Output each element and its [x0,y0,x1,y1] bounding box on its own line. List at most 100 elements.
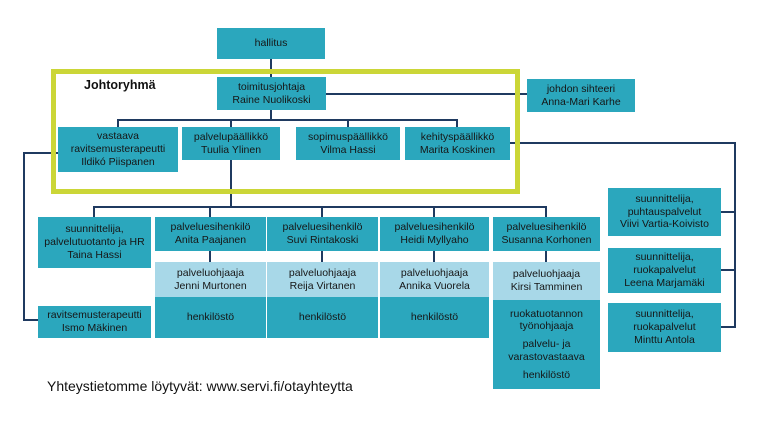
org-node-label: henkilöstö [410,311,459,324]
org-node-label: Minttu Antola [634,333,695,346]
connector-line-7 [456,119,458,127]
org-node-label: suunnittelija, [65,223,124,236]
connector-line-12 [321,206,323,217]
org-node-label: Leena Marjamäki [624,276,705,289]
org-node-label: johdon sihteeri [546,82,616,95]
org-node-label: palvelu- ja varastovastaava [508,338,585,363]
org-node-label: ruokapalvelut [633,321,696,334]
org-node-label: palvelupäällikkö [193,130,269,143]
connector-line-25 [721,269,734,271]
connector-line-23 [734,142,736,328]
org-node-label: Heidi Myllyaho [400,234,469,246]
org-node-label: Taina Hassi [67,248,122,261]
org-node-label: kehityspäällikkö [420,130,495,143]
org-node-label: palveluesihenkilö [394,221,475,234]
org-node-label: Jenni Murtonen [174,279,247,292]
org-node-label: Anita Paajanen [174,234,247,246]
org-node-label: suunnittelija, [635,192,694,205]
org-node-label: palveluesihenkilö [282,221,363,234]
contact-footer-text: Yhteystietomme löytyvät: www.servi.fi/ot… [47,378,353,394]
org-node-label: suunnittelija, [635,308,694,321]
org-node-label: ruokapalvelut [633,264,696,277]
org-node-label: Vilma Hassi [320,143,376,156]
connector-line-10 [93,206,95,217]
org-node-label: puhtauspalvelut [627,205,702,218]
org-node-label: palveluohjaaja [400,266,469,279]
org-node-label: palvelutuotanto ja HR [44,236,145,249]
org-node-label: henkilöstö [298,311,347,324]
org-node-label: Tuulia Ylinen [200,143,262,156]
org-node-label: vastaava [96,130,140,143]
johtoryhma-label: Johtoryhmä [84,78,156,92]
connector-line-24 [721,211,734,213]
connector-line-20 [23,152,25,321]
connector-line-14 [545,206,547,217]
connector-line-5 [230,119,232,127]
connector-line-11 [209,206,211,217]
connector-line-21 [23,319,38,321]
connector-line-22 [508,142,736,144]
org-node-label: Raine Nuolikoski [232,93,311,106]
connector-line-19 [23,152,58,154]
org-node-label: Marita Koskinen [419,143,496,156]
connector-line-26 [721,326,736,328]
org-node-label: Susanna Korhonen [501,234,592,246]
connector-line-1 [325,93,527,95]
org-node-label: palveluesihenkilö [170,221,251,234]
org-node-label: Viivi Vartia-Koivisto [620,218,709,231]
org-node-label: Annika Vuorela [399,279,470,292]
org-node-label: hallitus [254,37,288,50]
connector-line-16 [321,251,323,262]
connector-line-2 [270,110,272,120]
org-node-hallitus: hallitus [217,28,325,59]
org-node-label: ruokatuotannon työnohjaaja [510,308,583,333]
connector-line-4 [117,119,119,127]
connector-line-17 [433,251,435,262]
org-node-label: Ismo Mäkinen [61,322,128,334]
connector-line-9 [93,206,547,208]
connector-line-3 [117,119,458,121]
org-node-label: henkilöstö [522,368,571,381]
connector-line-18 [545,251,547,262]
org-node-henkilosto-3: henkilöstö [380,297,489,338]
org-node-label: Ildikó Piispanen [81,155,155,168]
org-node-label: palveluohjaaja [512,268,581,281]
org-node-label: ravitsemusterapeutti [47,309,142,322]
org-node-henkilosto-2: henkilöstö [267,297,378,338]
org-node-label: Reija Virtanen [289,279,356,292]
org-node-henkilosto-1: henkilöstö [155,297,266,338]
org-node-label: toimitusjohtaja [237,80,306,93]
org-node-label: suunnittelija, [635,251,694,264]
org-node-label: palveluohjaaja [288,266,357,279]
connector-line-13 [433,206,435,217]
org-node-label: Anna-Mari Karhe [541,95,621,108]
org-node-ruokatuotanto-henkilosto: ruokatuotannon työnohjaaja palvelu- ja va… [493,300,600,389]
org-node-label: ravitsemusterapeutti [70,143,166,156]
org-node-label: palveluohjaaja [176,266,245,279]
connector-line-0 [270,59,272,77]
connector-line-8 [230,160,232,207]
org-node-label: Suvi Rintakoski [286,234,359,246]
connector-line-6 [347,119,349,127]
org-node-label: palveluesihenkilö [506,221,587,234]
org-node-label: Kirsi Tamminen [510,281,583,293]
